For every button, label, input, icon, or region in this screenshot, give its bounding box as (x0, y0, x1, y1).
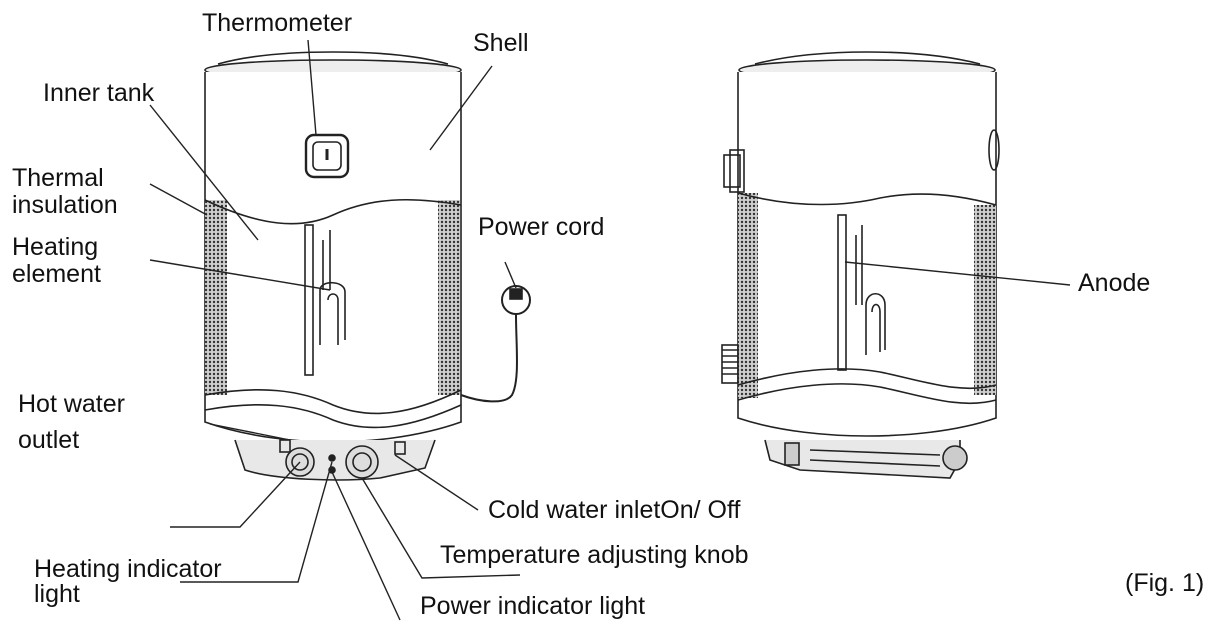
label-anode: Anode (1078, 269, 1151, 297)
label-cold-water-on-off: Cold water inletOn/ Off (488, 496, 741, 524)
label-heating-indicator-line2: light (34, 580, 80, 608)
leader-temperature-knob (361, 477, 521, 579)
leader-power-cord (504, 261, 517, 289)
front-insulation-left (205, 200, 227, 395)
side-top-fitting (723, 154, 741, 188)
side-insulation-right (974, 205, 996, 395)
figure-caption: (Fig. 1) (1125, 569, 1205, 597)
label-thermal-insulation-line2: insulation (12, 191, 118, 219)
label-power-cord: Power cord (478, 213, 605, 241)
temperature-knob (345, 445, 379, 479)
label-thermometer: Thermometer (202, 9, 353, 37)
hot-water-outlet-pipe (279, 439, 291, 453)
label-inner-tank: Inner tank (43, 79, 155, 107)
side-insulation-left (738, 193, 758, 398)
leader-shell (429, 65, 493, 151)
label-heating-element-line1: Heating (12, 233, 99, 261)
leader-lines (149, 39, 1071, 621)
cold-water-inlet-pipe (394, 441, 406, 455)
label-heating-element-line2: element (12, 260, 101, 288)
side-bottom-fitting (721, 344, 739, 384)
power-cord-wire (460, 314, 518, 403)
power-plug (501, 285, 531, 315)
leader-thermometer (307, 39, 317, 136)
leader-cold-water (394, 454, 479, 511)
leader-anode (844, 261, 1071, 286)
side-heater (721, 51, 1000, 479)
leader-on-off (170, 461, 301, 528)
leader-heating-element (149, 259, 331, 291)
leader-heating-indicator (180, 461, 333, 583)
leader-hot-water-outlet (209, 423, 291, 441)
leader-thermal-insulation (149, 183, 208, 216)
leader-power-indicator (331, 471, 401, 621)
label-temperature-knob: Temperature adjusting knob (440, 541, 749, 569)
heating-indicator-light (328, 454, 336, 462)
label-shell: Shell (473, 29, 529, 57)
label-power-indicator: Power indicator light (420, 592, 646, 620)
front-heater (204, 51, 531, 481)
label-heating-indicator-line1: Heating indicator (34, 555, 222, 583)
leader-inner-tank (149, 104, 259, 241)
label-hot-water-line1: Hot water (18, 390, 125, 418)
label-thermal-insulation-line1: Thermal (12, 164, 104, 192)
front-insulation-right (438, 200, 460, 395)
label-hot-water-line2: outlet (18, 426, 80, 454)
